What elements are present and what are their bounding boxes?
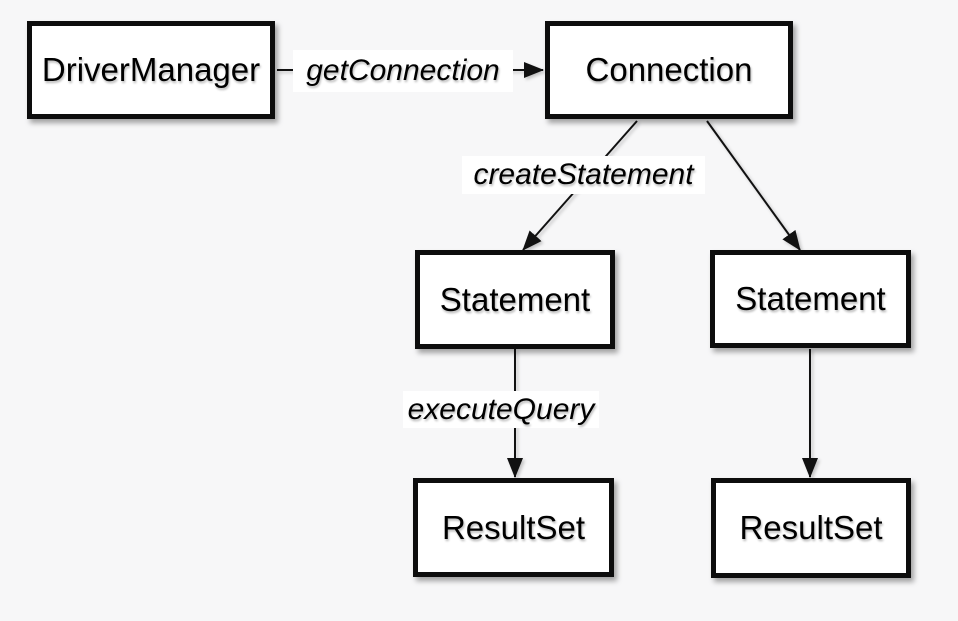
node-label: Statement xyxy=(735,280,886,317)
edge-label-text: createStatement xyxy=(473,158,694,191)
node-statement-right: Statement xyxy=(710,250,911,348)
node-label: Statement xyxy=(439,280,591,318)
node-drivermanager: DriverManager xyxy=(27,21,275,119)
edge-connection-to-statement2-arrow xyxy=(706,120,801,251)
node-label: DriverManager xyxy=(41,51,261,88)
node-label: Connection xyxy=(585,51,753,88)
node-resultset-left: ResultSet xyxy=(413,478,614,577)
edge-label-text: executeQuery xyxy=(407,392,595,426)
node-label: ResultSet xyxy=(739,509,883,546)
edge-label-text: getConnection xyxy=(306,54,500,87)
node-resultset-right: ResultSet xyxy=(711,478,911,578)
node-connection: Connection xyxy=(545,21,793,119)
node-statement-left: Statement xyxy=(415,250,615,349)
edge-label-getconnection: getConnection xyxy=(293,50,513,92)
edge-label-createstatement: createStatement xyxy=(462,156,705,194)
node-label: ResultSet xyxy=(441,508,586,546)
edge-label-executequery: executeQuery xyxy=(403,391,599,428)
